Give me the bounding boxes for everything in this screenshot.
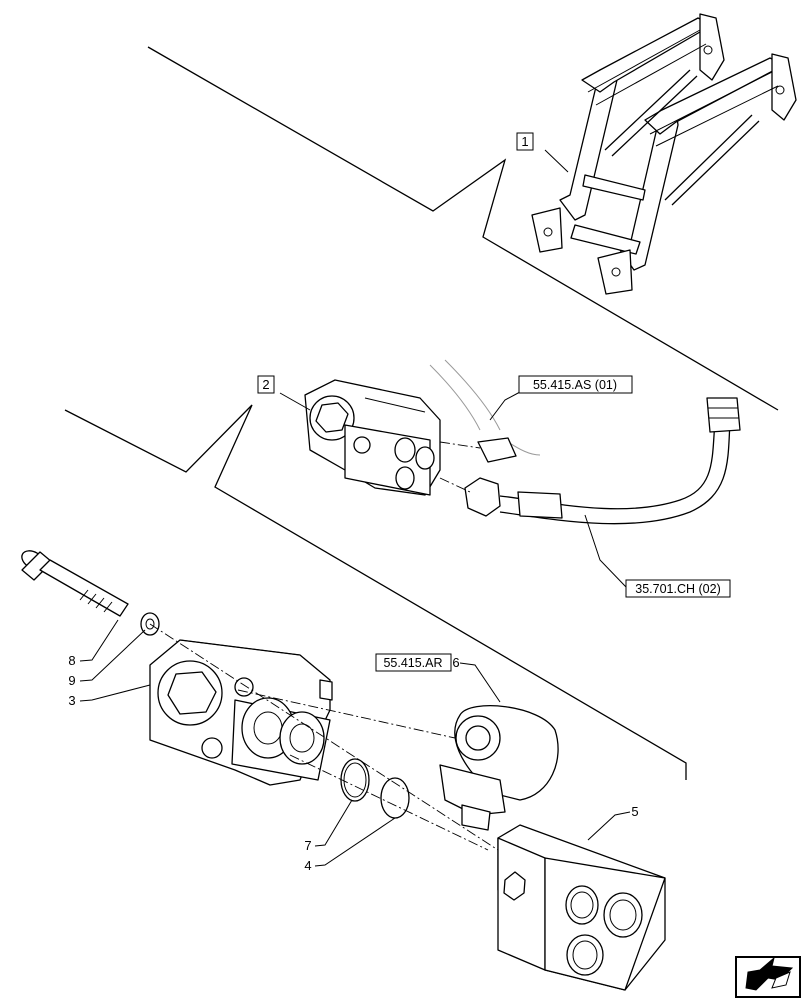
svg-text:2: 2	[262, 377, 269, 392]
valve-body	[149, 639, 333, 786]
valve-block	[497, 824, 666, 991]
callout-item-7[interactable]: 7	[304, 838, 311, 853]
center-lines	[149, 623, 499, 851]
callout-item-5[interactable]: 5	[631, 804, 638, 819]
callout-item-4[interactable]: 4	[304, 858, 311, 873]
divider-lines	[64, 46, 779, 780]
next-page-arrow-icon[interactable]	[735, 956, 801, 998]
callout-item-2[interactable]: 2	[257, 375, 275, 394]
svg-text:55.415.AR: 55.415.AR	[383, 656, 442, 670]
o-ring-large	[380, 777, 410, 819]
ref-box-55415ar[interactable]: 55.415.AR	[375, 653, 452, 672]
loader-frame	[531, 13, 797, 295]
leader-lines	[79, 149, 631, 867]
hydraulic-hose	[439, 397, 741, 525]
callout-item-6[interactable]: 6	[452, 655, 459, 670]
ref-box-55415as[interactable]: 55.415.AS (01)	[518, 375, 633, 394]
bolt	[21, 550, 129, 617]
callout-item-9[interactable]: 9	[68, 673, 75, 688]
callout-item-3[interactable]: 3	[68, 693, 75, 708]
svg-text:1: 1	[521, 134, 528, 149]
valve-assembly	[304, 379, 441, 496]
callout-item-8[interactable]: 8	[68, 653, 75, 668]
svg-text:55.415.AS (01): 55.415.AS (01)	[533, 378, 617, 392]
svg-text:35.701.CH (02): 35.701.CH (02)	[635, 582, 720, 596]
callout-item-1[interactable]: 1	[516, 132, 534, 151]
solenoid-coil	[439, 705, 559, 831]
hose-fitting-small	[429, 359, 541, 463]
ref-box-35701ch[interactable]: 35.701.CH (02)	[625, 579, 731, 598]
o-ring-small	[340, 758, 370, 802]
